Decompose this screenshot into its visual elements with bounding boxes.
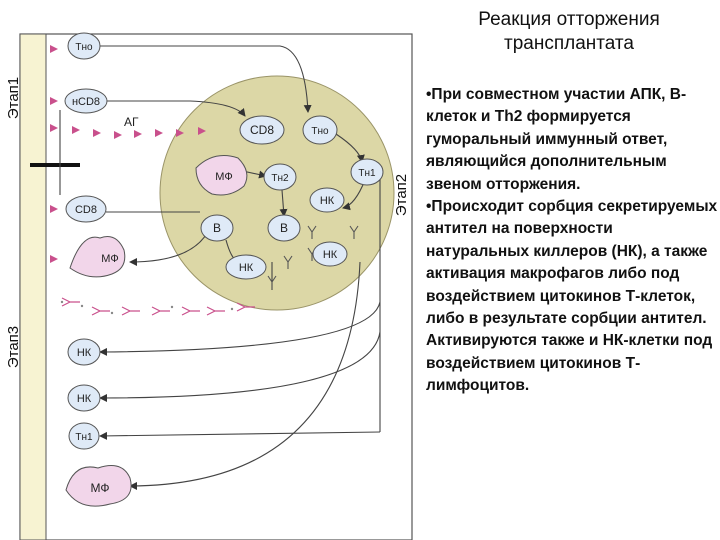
cell-mf-bottom-label: МФ <box>91 481 110 495</box>
antibody-y <box>236 302 255 312</box>
cell-th1-bottom: Тн1 <box>68 422 100 450</box>
stage3-label: Этап3 <box>5 326 22 368</box>
antigen-triangle <box>50 205 58 213</box>
cell-mf-left-label: МФ <box>101 253 118 265</box>
cell-b-1: В <box>200 214 234 242</box>
arrow-to-mf-bottom <box>129 261 361 490</box>
cell-nk-1: НК <box>67 338 101 366</box>
cell-cd8-left-label: CD8 <box>75 204 97 216</box>
cell-th1-bottom-label: Тн1 <box>75 432 93 443</box>
title-line-1: Реакция отторжения <box>478 9 660 30</box>
paragraph-humoral: •При совместном участии АПК, В-клеток и … <box>426 86 687 193</box>
cell-cd8-graft: CD8 <box>239 115 285 145</box>
antibody-y <box>121 306 140 316</box>
arrow-th2-to-b <box>279 189 288 217</box>
antibody-y <box>181 306 200 316</box>
graft-antibody <box>307 225 317 239</box>
title-line-2: трансплантата <box>504 33 634 54</box>
antibody-dots <box>60 300 234 315</box>
cell-tho-top: Тно <box>67 32 101 60</box>
cell-tho-graft-label: Тно <box>311 126 329 137</box>
antigen-triangles <box>50 45 206 263</box>
cell-nk-2-label: НК <box>77 393 92 405</box>
cell-cd8-graft-label: CD8 <box>250 123 274 137</box>
cell-hcd8-left-label: нCD8 <box>72 96 100 108</box>
paragraph-sorption: •Происходит сорбция секретируемых антите… <box>426 198 718 328</box>
antigen-triangle <box>72 126 80 134</box>
graft-antibodies <box>267 225 359 289</box>
cell-th1-graft: Тн1 <box>350 158 384 186</box>
cell-cd8-left: CD8 <box>65 195 107 223</box>
cell-th1-graft-label: Тн1 <box>358 168 376 179</box>
antigen-triangle <box>114 131 122 139</box>
slide-title: Реакция отторжения трансплантата <box>424 8 714 56</box>
stage2-label: Этап2 <box>393 174 410 216</box>
cell-nk-1-label: НК <box>77 347 92 359</box>
antigen-triangle <box>176 129 184 137</box>
arrow-to-th1-bottom <box>99 431 381 440</box>
paragraph-nk-activation: Активируются также и НК-клетки под возде… <box>426 332 713 395</box>
cell-nk-graft-1-label: НК <box>320 195 335 207</box>
explanation-text: •При совместном участии АПК, В-клеток и … <box>426 84 718 398</box>
antigen-triangle <box>50 45 58 53</box>
cell-nk-graft-3-label: НК <box>239 262 254 274</box>
antigen-triangle <box>50 97 58 105</box>
cell-nk-graft-2: НК <box>312 241 348 267</box>
vessel-wall <box>19 33 47 540</box>
cell-nk-2: НК <box>67 384 101 412</box>
antibody-y <box>61 297 80 307</box>
cell-b-2: В <box>267 214 301 242</box>
cell-tho-graft: Тно <box>302 115 338 145</box>
cell-mf-left: МФ <box>69 236 126 278</box>
cell-mf-bottom: МФ <box>65 465 132 507</box>
cell-nk-graft-2-label: НК <box>323 249 338 261</box>
antigen-triangle <box>50 124 58 132</box>
cell-b-1-label: В <box>213 221 221 235</box>
antibody-row <box>61 297 255 316</box>
stage1-label: Этап1 <box>5 77 22 119</box>
antigen-triangle <box>198 127 206 135</box>
arrow-to-nk2 <box>99 331 381 402</box>
antigen-label: АГ <box>124 115 139 129</box>
antibody-y <box>206 306 225 316</box>
cell-hcd8-left: нCD8 <box>64 88 108 114</box>
cell-b-2-label: В <box>280 221 288 235</box>
cell-tho-top-label: Тно <box>75 42 93 53</box>
cell-mf-graft: МФ <box>195 155 248 196</box>
arrow-tho-to-graft-tho <box>100 45 312 113</box>
graft-antibody <box>267 275 277 289</box>
cell-nk-graft-3: НК <box>225 254 267 280</box>
cell-th2-graft: Тн2 <box>263 163 297 191</box>
arrow-cd8-to-graft-cd8 <box>107 100 246 117</box>
antibody-y <box>91 306 110 316</box>
graft-antibody <box>283 255 293 269</box>
antigen-triangle <box>155 129 163 137</box>
antigen-triangle <box>50 255 58 263</box>
antigen-triangle <box>134 130 142 138</box>
antigen-triangle <box>93 129 101 137</box>
antibody-y <box>151 306 170 316</box>
arrow-to-nk1 <box>99 301 381 356</box>
cell-mf-graft-label: МФ <box>215 171 232 183</box>
graft-antibody <box>349 225 359 239</box>
cell-nk-graft-1: НК <box>309 187 345 213</box>
cell-th2-graft-label: Тн2 <box>271 173 289 184</box>
